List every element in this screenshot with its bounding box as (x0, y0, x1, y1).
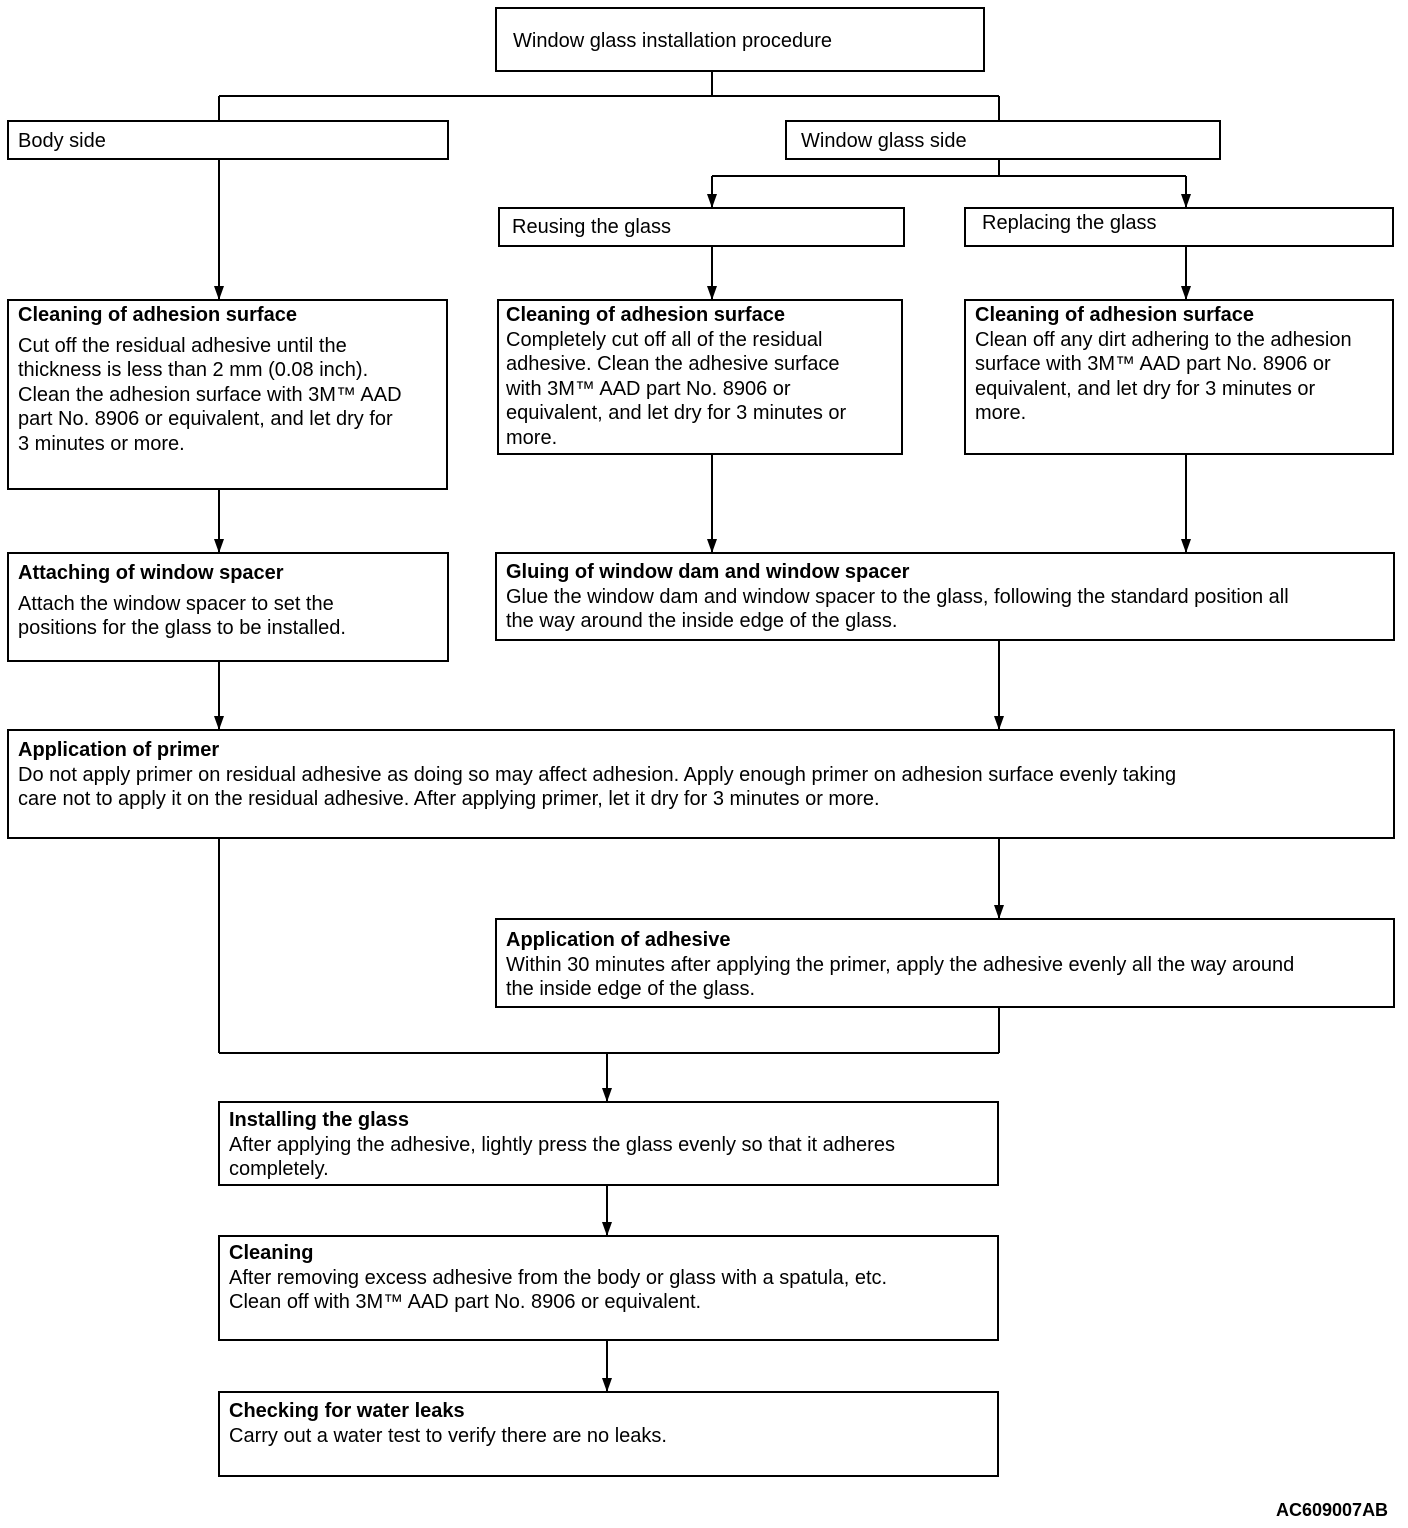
step-text-line: adhesive. Clean the adhesive surface (506, 353, 840, 375)
step-text-line: surface with 3M™ AAD part No. 8906 or (975, 353, 1331, 375)
body-side-box: Body side (7, 120, 449, 160)
step-title: Application of primer (18, 739, 220, 761)
reusing-glass-label: Reusing the glass (512, 216, 671, 238)
procedure-title: Window glass installation procedure (513, 30, 833, 52)
step-text-line: Carry out a water test to verify there a… (229, 1424, 667, 1447)
cleaning-box: Cleaning After removing excess adhesive … (218, 1235, 999, 1341)
step-text-line: the way around the inside edge of the gl… (506, 610, 898, 632)
replacing-glass-box: Replacing the glass (964, 207, 1394, 247)
step-title: Checking for water leaks (229, 1400, 465, 1422)
step-text-line: thickness is less than 2 mm (0.08 inch). (18, 359, 369, 381)
step-text-line: with 3M™ AAD part No. 8906 or (506, 377, 791, 400)
step-text-line: After applying the adhesive, lightly pre… (229, 1133, 895, 1156)
step-text-line: more. (975, 402, 1027, 424)
install-box: Installing the glass After applying the … (218, 1101, 999, 1186)
primer-box: Application of primer Do not apply prime… (7, 729, 1395, 839)
step-title: Application of adhesive (506, 929, 731, 951)
adhesive-box: Application of adhesive Within 30 minute… (495, 918, 1395, 1008)
step-text-line: 3 minutes or more. (18, 432, 185, 455)
step-title: Cleaning of adhesion surface (18, 304, 297, 326)
body-side-label: Body side (18, 130, 106, 152)
step-text-line: Do not apply primer on residual adhesive… (18, 763, 1177, 786)
step-title: Installing the glass (229, 1109, 410, 1131)
step-title: Gluing of window dam and window spacer (506, 561, 910, 583)
replacing-glass-label: Replacing the glass (982, 212, 1157, 234)
step-text-line: more. (506, 426, 558, 449)
step-text-line: Clean the adhesion surface with 3M™ AAD (18, 383, 402, 406)
step-title: Attaching of window spacer (18, 562, 284, 584)
replace-cleaning-box: Cleaning of adhesion surface Clean off a… (964, 299, 1394, 455)
step-text-line: the inside edge of the glass. (506, 978, 756, 1000)
window-glass-side-label: Window glass side (801, 130, 967, 152)
gluing-box: Gluing of window dam and window spacer G… (495, 552, 1395, 641)
reuse-cleaning-box: Cleaning of adhesion surface Completely … (497, 299, 903, 455)
step-text-line: Attach the window spacer to set the (18, 592, 334, 615)
step-title: Cleaning of adhesion surface (506, 304, 785, 326)
window-glass-side-box: Window glass side (785, 120, 1221, 160)
step-text-line: Cut off the residual adhesive until the (18, 334, 347, 357)
step-text-line: care not to apply it on the residual adh… (18, 788, 880, 810)
spacer-box: Attaching of window spacer Attach the wi… (7, 552, 449, 662)
figure-code: AC609007AB (1276, 1500, 1389, 1520)
step-text-line: Completely cut off all of the residual (506, 328, 823, 351)
body-cleaning-box: Cleaning of adhesion surface Cut off the… (7, 299, 448, 490)
step-text-line: Clean off with 3M™ AAD part No. 8906 or … (229, 1291, 702, 1313)
step-text-line: Glue the window dam and window spacer to… (506, 585, 1289, 608)
step-text-line: equivalent, and let dry for 3 minutes or (975, 377, 1316, 400)
step-text-line: equivalent, and let dry for 3 minutes or (506, 402, 847, 424)
step-text-line: part No. 8906 or equivalent, and let dry… (18, 408, 393, 430)
step-text-line: Clean off any dirt adhering to the adhes… (975, 328, 1352, 351)
step-title: Cleaning of adhesion surface (975, 304, 1254, 326)
step-text-line: completely. (229, 1158, 329, 1180)
reusing-glass-box: Reusing the glass (498, 207, 905, 247)
step-text-line: positions for the glass to be installed. (18, 617, 346, 639)
step-title: Cleaning (229, 1242, 314, 1264)
procedure-title-box: Window glass installation procedure (495, 7, 985, 72)
leak-check-box: Checking for water leaks Carry out a wat… (218, 1391, 999, 1477)
step-text-line: After removing excess adhesive from the … (229, 1266, 888, 1289)
step-text-line: Within 30 minutes after applying the pri… (506, 953, 1295, 976)
